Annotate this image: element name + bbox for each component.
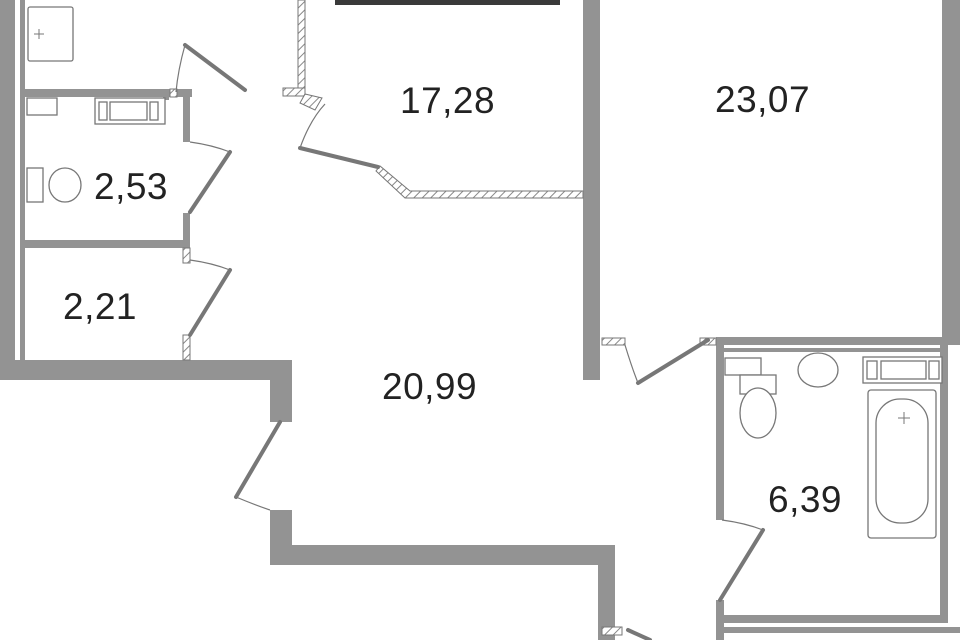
- shower-tray: [27, 6, 74, 62]
- fixtures: [26, 6, 943, 539]
- room-area-toilet: 2,53: [94, 166, 169, 207]
- room-area-living-room: 23,07: [715, 79, 811, 120]
- room-area-bedroom: 17,28: [400, 80, 496, 121]
- room-area-storage: 2,21: [63, 286, 138, 327]
- washbasin: [797, 352, 839, 388]
- toilet-cistern: [26, 97, 58, 116]
- toilet-tank: [26, 167, 44, 203]
- toilet-bowl-2: [739, 387, 777, 439]
- room-area-bathroom: 6,39: [768, 479, 843, 520]
- doors: [175, 43, 765, 640]
- toilet-bowl: [48, 167, 82, 203]
- room-area-hall: 20,99: [382, 366, 478, 407]
- window-bar: [335, 0, 560, 5]
